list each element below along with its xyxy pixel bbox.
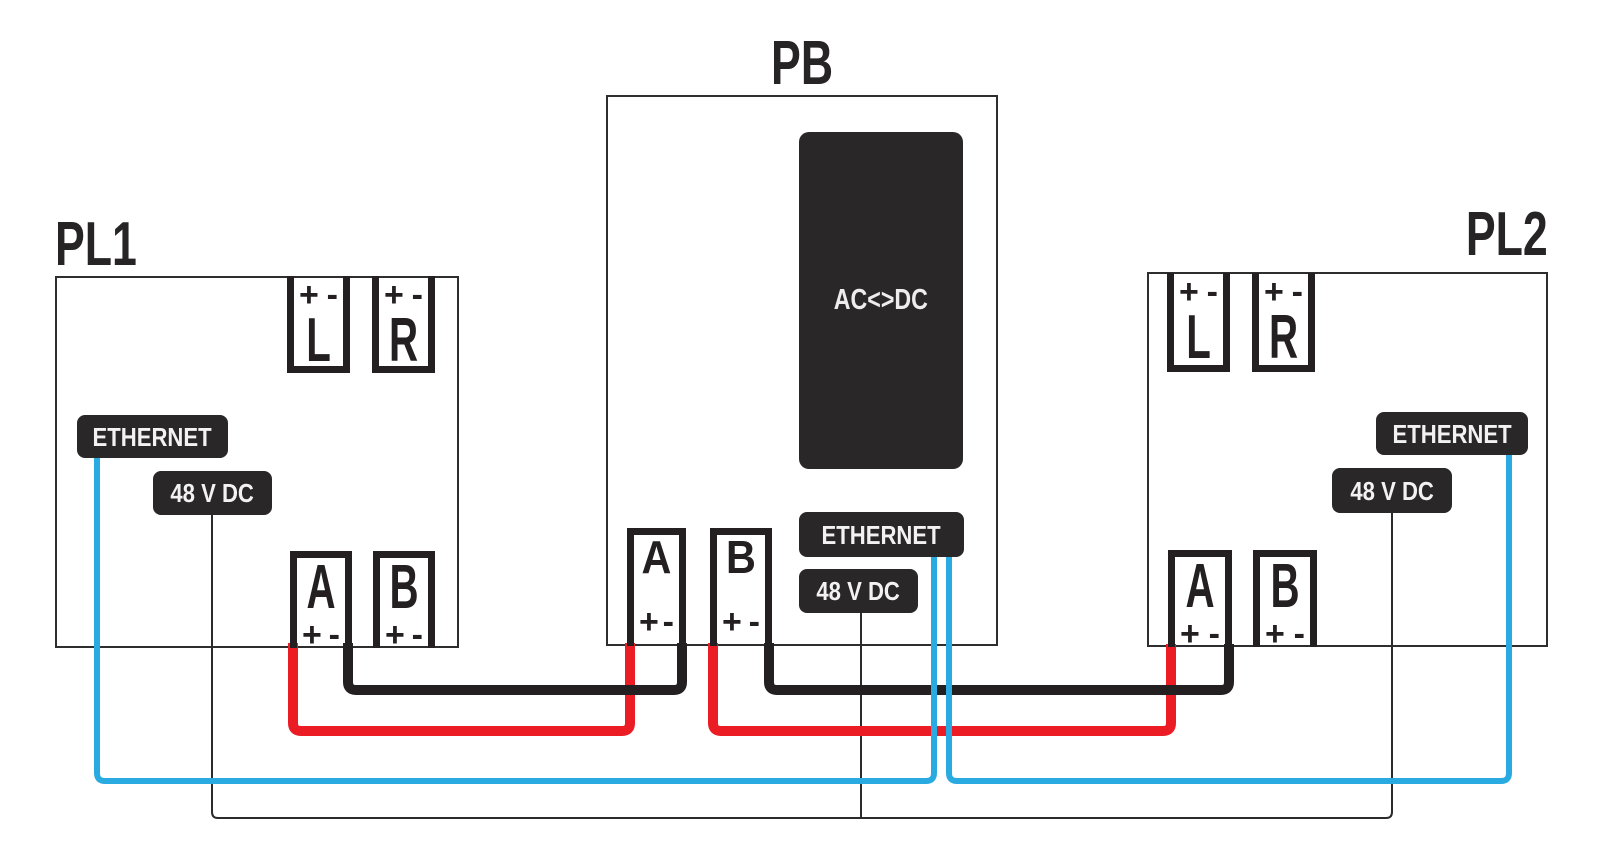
dc-bus-wire-pl1-to-pl2 <box>211 512 1393 819</box>
pl1-connector-a: A + - <box>290 551 352 652</box>
polarity-row: + - <box>379 278 428 312</box>
plus-terminal: + <box>302 615 322 654</box>
pl1-title: PL1 <box>55 210 137 279</box>
power-wire-positive-pl1a-to-pba <box>288 643 635 736</box>
polarity-row: + - <box>380 618 428 652</box>
connector-letter: A <box>306 553 336 622</box>
polarity-row: + - <box>634 605 679 639</box>
minus-terminal: - <box>662 603 674 641</box>
pl2-ethernet-tag: ETHERNET <box>1376 412 1528 455</box>
plus-terminal: + <box>1180 614 1200 653</box>
polarity-row: + - <box>1259 275 1308 309</box>
power-wire-negative-pl1a-to-pba <box>343 643 687 695</box>
connector-letter: B <box>726 531 756 583</box>
pl2-connector-b: B + - <box>1253 550 1317 651</box>
plus-terminal: + <box>384 276 404 314</box>
connector-letter: B <box>389 553 419 622</box>
polarity-row: + - <box>1174 275 1223 309</box>
connector-letter: R <box>388 306 419 375</box>
ethernet-wire-pl1-to-pb <box>94 456 937 784</box>
connector-letter: L <box>306 306 331 375</box>
ac-dc-converter: AC<>DC <box>799 132 963 469</box>
polarity-row: + - <box>297 618 345 652</box>
plus-terminal: + <box>639 603 659 641</box>
plus-terminal: + <box>299 276 319 314</box>
pb-title: PB <box>770 29 834 98</box>
pb-box <box>606 95 998 646</box>
pl2-connector-r: + - R <box>1252 273 1315 372</box>
power-wire-positive-pbb-to-pl2a <box>708 643 1176 736</box>
pl1-connector-l: + - L <box>287 276 350 373</box>
pl2-box <box>1147 272 1548 647</box>
polarity-row: + - <box>1260 617 1310 651</box>
pl2-connector-l: + - L <box>1167 273 1230 372</box>
plus-terminal: + <box>1264 273 1284 311</box>
minus-terminal: - <box>411 615 423 654</box>
plus-terminal: + <box>722 603 742 641</box>
pl1-connector-b: B + - <box>373 551 435 652</box>
pb-ethernet-tag: ETHERNET <box>799 512 964 557</box>
plus-terminal: + <box>1265 614 1285 653</box>
connector-letter: R <box>1268 303 1299 372</box>
pl2-connector-a: A + - <box>1168 550 1232 651</box>
minus-terminal: - <box>1293 614 1305 653</box>
minus-terminal: - <box>328 615 340 654</box>
connector-letter: A <box>641 531 672 583</box>
power-wire-negative-pbb-to-pl2a <box>764 643 1234 695</box>
polarity-row: + - <box>717 605 765 639</box>
pb-dc-tag: 48 V DC <box>799 569 918 613</box>
pl2-dc-tag: 48 V DC <box>1332 468 1452 513</box>
minus-terminal: - <box>411 276 423 314</box>
pl2-title: PL2 <box>1466 200 1548 269</box>
minus-terminal: - <box>748 603 760 641</box>
minus-terminal: - <box>1208 614 1220 653</box>
minus-terminal: - <box>326 276 338 314</box>
pl1-connector-r: + - R <box>372 276 435 373</box>
polarity-row: + - <box>294 278 343 312</box>
ethernet-wire-pl2-to-pb <box>946 454 1512 784</box>
connector-letter: L <box>1186 303 1211 372</box>
plus-terminal: + <box>385 615 405 654</box>
pl1-ethernet-tag: ETHERNET <box>77 415 228 458</box>
pb-connector-b: B + - <box>710 528 772 646</box>
pb-connector-a: A + - <box>627 528 686 646</box>
minus-terminal: - <box>1291 273 1303 311</box>
pl1-box <box>55 276 459 648</box>
plus-terminal: + <box>1179 273 1199 311</box>
polarity-row: + - <box>1175 617 1225 651</box>
connector-letter: A <box>1185 552 1215 621</box>
minus-terminal: - <box>1206 273 1218 311</box>
pl1-dc-tag: 48 V DC <box>153 471 272 515</box>
connector-letter: B <box>1270 552 1300 621</box>
